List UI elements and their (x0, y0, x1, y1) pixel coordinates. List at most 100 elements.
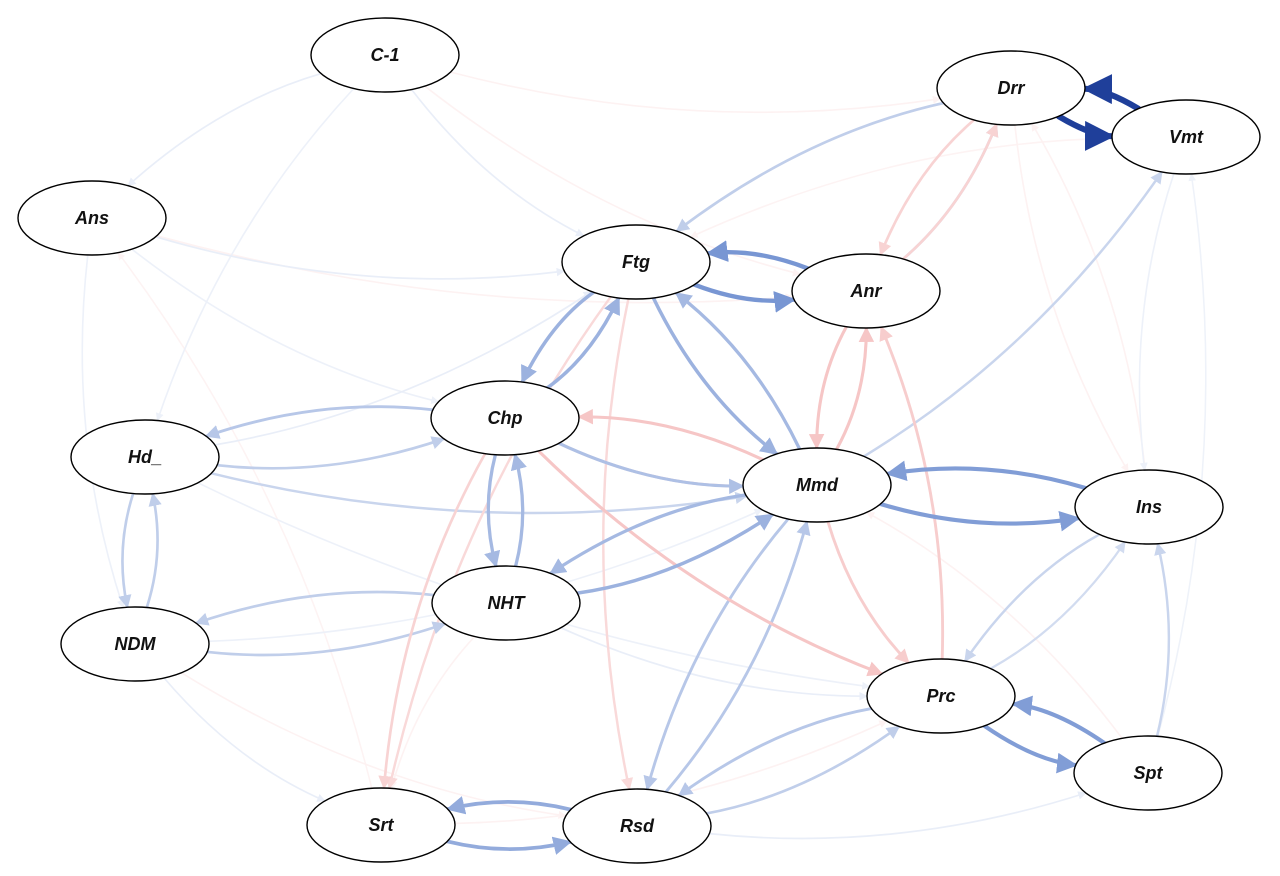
edge-C-1-to-Ftg (410, 88, 585, 237)
edge-NHT-to-Mmd (575, 512, 775, 595)
edge-Anr-to-Ftg (705, 240, 810, 271)
edge-Hd_-to-Chp (215, 436, 446, 470)
node-label: Ins (1136, 497, 1162, 517)
edge-NDM-to-Rsd (180, 671, 567, 819)
edge-Drr-to-Ins (1014, 124, 1129, 473)
edge-Chp-to-Hd_ (204, 405, 435, 439)
node-ins: Ins (1074, 469, 1224, 545)
edge-Mmd-to-Prc (826, 520, 911, 665)
edge-NHT-to-NDM (194, 590, 436, 626)
node-label: Vmt (1169, 127, 1204, 147)
node-ellipse (866, 658, 1016, 734)
node-vmt: Vmt (1111, 99, 1261, 175)
edge-Spt-to-Ins (1154, 542, 1171, 738)
edge-Rsd-to-Srt (445, 796, 573, 815)
node-ellipse (60, 606, 210, 682)
node-ans: Ans (17, 180, 167, 256)
edge-C-1-to-Ans (127, 72, 322, 187)
node-label: Anr (850, 281, 883, 301)
edge-Ftg-to-Rsd (602, 297, 634, 791)
node-label: Ans (74, 208, 109, 228)
node-label: Drr (997, 78, 1025, 98)
edge-Mmd-to-Anr (835, 326, 875, 451)
edge-Hd_-to-NDM (118, 492, 135, 609)
edge-NDM-to-Srt (163, 677, 326, 802)
edge-Vmt-to-Ins (1138, 172, 1175, 471)
edge-Chp-to-Mmd (557, 441, 745, 495)
edge-Ans-to-Anr (156, 234, 794, 304)
edge-Ftg-to-Chp (520, 290, 596, 384)
edge-Spt-to-Mmd (865, 511, 1123, 740)
node-ftg: Ftg (561, 224, 711, 300)
node-label: Spt (1134, 763, 1164, 783)
node-label: Srt (368, 815, 394, 835)
edge-NHT-to-Prc (560, 626, 868, 701)
node-prc: Prc (866, 658, 1016, 734)
edge-Ins-to-Mmd (885, 460, 1088, 491)
edge-Ins-to-Drr (1031, 122, 1146, 471)
edge-Spt-to-Prc (1011, 695, 1107, 746)
node-ellipse (561, 224, 711, 300)
node-ellipse (310, 17, 460, 93)
node-ellipse (791, 253, 941, 329)
edge-Mmd-to-Ftg (674, 291, 802, 451)
node-ellipse (936, 50, 1086, 126)
edge-Mmd-to-Rsd (643, 517, 790, 791)
edge-NHT-to-Chp (510, 453, 527, 568)
edge-C-1-to-Anr (424, 85, 801, 277)
edge-Rsd-to-Prc (705, 725, 901, 815)
edge-Prc-to-Anr (879, 325, 945, 661)
node-ellipse (70, 419, 220, 495)
edge-Mmd-to-Vmt (862, 170, 1164, 458)
edge-NHT-to-Srt (389, 635, 476, 790)
edge-Chp-to-NHT (484, 453, 501, 568)
node-label: Mmd (796, 475, 839, 495)
edge-Ftg-to-Srt (385, 295, 612, 790)
edge-NDM-to-NHT (205, 621, 447, 657)
edge-Mmd-to-Ins (878, 501, 1081, 532)
node-mmd: Mmd (742, 447, 892, 523)
edge-Chp-to-Prc (537, 449, 884, 677)
node-ellipse (1111, 99, 1261, 175)
edge-Ans-to-Chp (131, 248, 440, 405)
edge-Mmd-to-Chp (577, 408, 765, 462)
node-label: C-1 (370, 45, 399, 65)
node-rsd: Rsd (562, 788, 712, 864)
node-spt: Spt (1073, 735, 1223, 811)
edge-Srt-to-Rsd (445, 836, 573, 855)
node-ellipse (306, 787, 456, 863)
edge-NDM-to-Hd_ (145, 492, 162, 609)
node-label: NHT (488, 593, 527, 613)
node-ellipse (562, 788, 712, 864)
edge-Prc-to-Rsd (677, 707, 873, 797)
edge-Mmd-to-Anr (835, 326, 873, 451)
node-ellipse (1073, 735, 1223, 811)
node-anr: Anr (791, 253, 941, 329)
edge-Chp-to-Mmd (557, 441, 745, 494)
edge-Hd_-to-Ftg (214, 290, 593, 446)
edge-Srt-to-Ans (117, 251, 373, 790)
edge-Vmt-to-Drr (1082, 74, 1142, 112)
edge-Chp-to-Ftg (545, 296, 621, 390)
node-ellipse (1074, 469, 1224, 545)
node-srt: Srt (306, 787, 456, 863)
edge-Anr-to-Drr (901, 122, 999, 261)
node-label: NDM (115, 634, 157, 654)
node-ellipse (17, 180, 167, 256)
edge-Ans-to-Ftg (154, 235, 566, 280)
node-label: Prc (926, 686, 955, 706)
edge-Drr-to-Ftg (675, 101, 945, 233)
edge-Rsd-to-Spt (708, 791, 1087, 840)
edge-Vmt-to-Ftg (689, 137, 1113, 238)
node-label: Rsd (620, 816, 655, 836)
edge-Spt-to-Vmt (1157, 173, 1207, 738)
edge-Prc-to-Spt (982, 723, 1078, 774)
node-drr: Drr (936, 50, 1086, 126)
node-chp: Chp (430, 380, 580, 456)
node-nht: NHT (431, 565, 581, 641)
edge-Hd_-to-Mmd (210, 472, 748, 515)
node-c-1: C-1 (310, 17, 460, 93)
edge-Ftg-to-Mmd (651, 296, 779, 456)
